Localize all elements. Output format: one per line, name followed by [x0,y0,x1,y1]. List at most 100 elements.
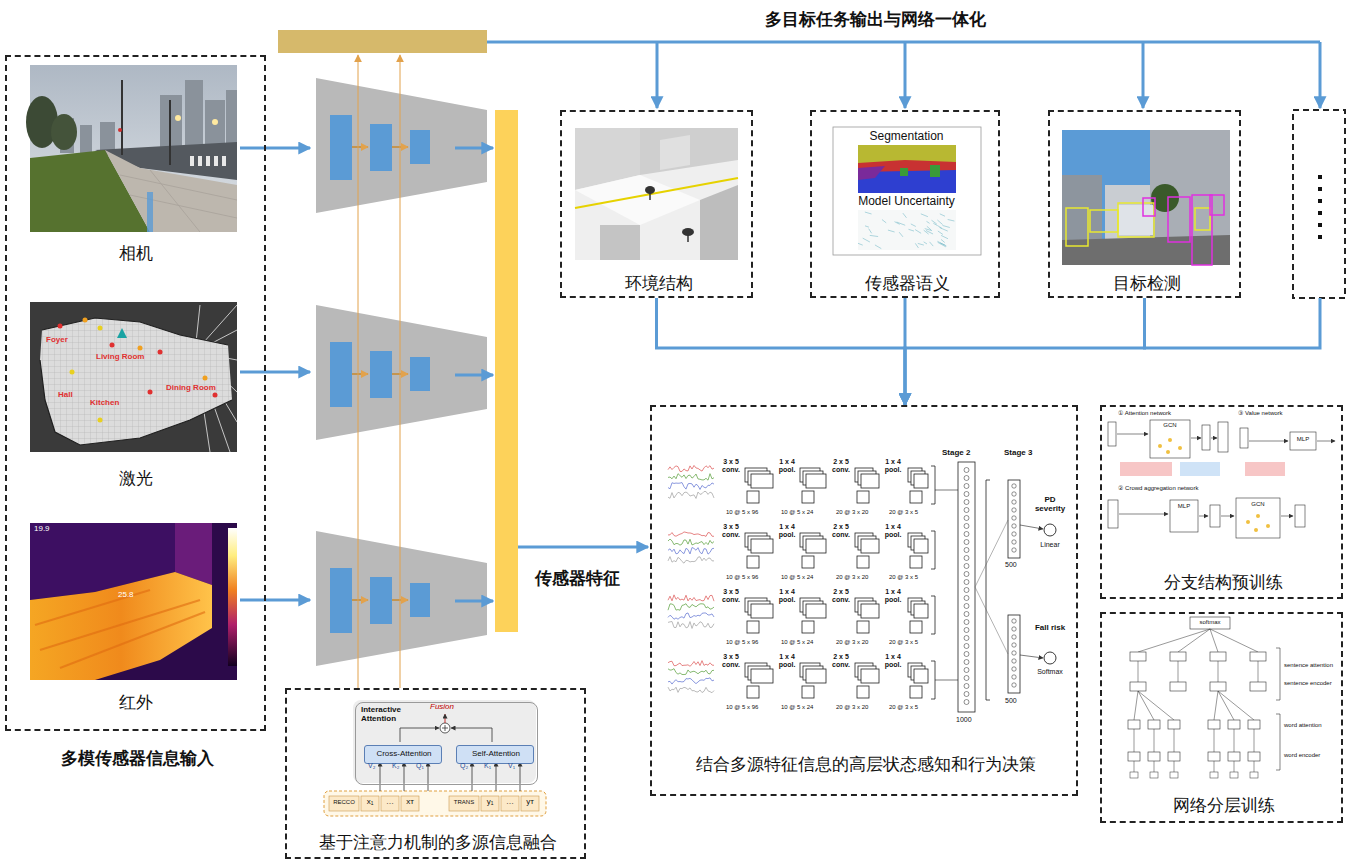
illustration-shape [1130,682,1146,691]
illustration-shape [445,725,446,731]
illustration-shape [903,213,907,218]
illustration-shape [915,230,921,234]
illustration-shape [668,687,714,693]
illustration-shape [1012,651,1016,655]
illustration-shape [1150,420,1190,458]
diagram-title: 多目标任务输出与网络一体化 [765,9,986,29]
network-layer-label: 10 @ 5 x 96 [726,704,758,711]
node-text: Interactive Attention [361,706,423,724]
map-annotation: Dining Room [166,383,216,393]
illustration-shape [1174,761,1175,772]
network-layer-label: 20 @ 3 x 5 [889,509,918,516]
illustration-shape [964,652,969,657]
illustration-shape [964,548,969,553]
fusion-box: 基于注意力机制的多源信息融合Interactive AttentionCross… [285,688,586,859]
illustration-shape [915,243,918,248]
illustration-shape [1221,516,1234,517]
illustration-shape [1170,500,1198,532]
network-layer-label: 3 x 5 conv. [720,523,742,538]
illustration-shape [914,539,928,553]
illustration-shape [1108,500,1118,528]
illustration-shape [1178,629,1210,652]
illustration-shape [964,668,969,673]
illustration-shape [858,145,956,193]
schematic-label: ③ Value network [1238,410,1283,417]
illustration-shape [1168,438,1172,442]
illustration-shape [198,156,202,166]
illustration-shape [857,556,869,568]
illustration-shape [40,360,232,445]
illustration-shape [1228,720,1240,729]
illustration-shape [213,393,218,398]
illustration-shape [858,210,956,250]
illustration-shape [370,351,392,398]
illustration-shape [668,483,714,490]
merge-connector [905,298,1145,405]
illustration-shape [1276,648,1280,700]
illustration-shape [964,660,969,665]
illustration-shape [1012,683,1016,687]
schematic-label: ② Crowd aggregation network [1118,485,1198,492]
illustration-shape [1154,729,1155,752]
illustration-shape [1210,505,1220,527]
merge-connector [657,298,906,405]
map-annotation: 25.8 [118,590,134,600]
illustration-shape [1008,615,1020,693]
illustration-shape [404,762,405,791]
illustration-shape [1170,652,1186,661]
network-layer-label: 2 x 5 conv. [830,458,852,473]
illustration-shape [70,370,75,375]
map-annotation: Living Room [96,352,144,362]
node-text: 红外 [32,692,239,712]
schematic-label: ① Attention network [1118,410,1171,417]
illustration-shape [1120,462,1172,476]
network-layer-label: 1000 [956,716,972,724]
illustration-shape [352,373,368,375]
illustration-shape [1138,629,1210,652]
illustration-shape [138,346,143,351]
illustration-shape [1012,675,1016,679]
illustration-shape [330,342,352,407]
attention-token-label: y₁ [481,797,499,807]
illustration-shape [964,572,969,577]
illustration-shape [806,604,826,618]
illustration-shape [935,680,958,681]
illustration-shape [60,612,205,668]
illustration-shape [914,669,928,683]
illustration-shape [1178,446,1182,450]
illustration-shape [940,228,948,232]
illustration-shape [964,700,969,705]
illustration-shape [964,484,969,489]
network-layer-label: 1 x 4 pool. [776,458,798,473]
illustration-shape [668,595,714,601]
illustration-shape [870,235,878,236]
illustration-shape [110,343,115,348]
network-layer-label: 2 x 5 conv. [830,653,852,668]
illustration-shape [80,125,92,153]
illustration-shape [58,324,63,329]
attention-token-label: Fusion [430,702,454,712]
illustration-shape [1012,532,1016,536]
illustration-shape [964,612,969,617]
node-text: 多模传感器信息输入 [7,748,268,768]
illustration-shape [353,700,536,783]
network-layer-label: 20 @ 3 x 5 [889,704,918,711]
arrow-label: 传感器特征 [535,568,620,588]
network-layer-label: 10 @ 5 x 96 [726,509,758,516]
illustration-shape [35,590,150,625]
illustration-shape [40,318,232,445]
illustration-shape [806,539,826,553]
illustration-shape [921,214,928,217]
illustration-shape [330,568,352,633]
illustration-shape [668,669,714,675]
illustration-shape [1012,508,1016,512]
illustration-shape [1119,514,1168,515]
network-layer-label: 500 [1005,697,1017,705]
illustration-shape [927,226,931,230]
illustration-shape [964,644,969,649]
network-layer-label: 2 x 5 conv. [830,588,852,603]
illustration-shape [1318,223,1322,227]
illustration-shape [206,156,210,166]
attention-token-label: Q₂ [460,762,468,770]
